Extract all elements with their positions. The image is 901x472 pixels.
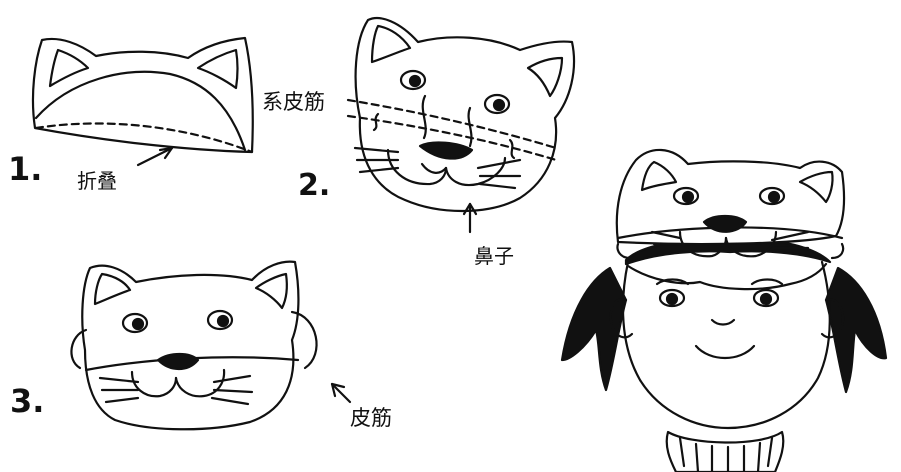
step-1-label-fold: 折叠 bbox=[77, 169, 117, 193]
girl-wearing-mask bbox=[560, 148, 888, 472]
step1-folded-mask bbox=[31, 36, 254, 167]
step-2-label-tie-elastic: 系皮筋 bbox=[262, 90, 325, 114]
step-2-label-nose: 鼻子 bbox=[474, 244, 514, 268]
step-2-number: 2. bbox=[298, 168, 331, 203]
step-3-number: 3. bbox=[10, 382, 45, 420]
step-3-label-elastic: 皮筋 bbox=[350, 406, 392, 430]
step-1-number: 1. bbox=[8, 150, 43, 188]
step2-mask-with-nose bbox=[346, 16, 576, 234]
step3-finished-mask bbox=[70, 260, 352, 431]
